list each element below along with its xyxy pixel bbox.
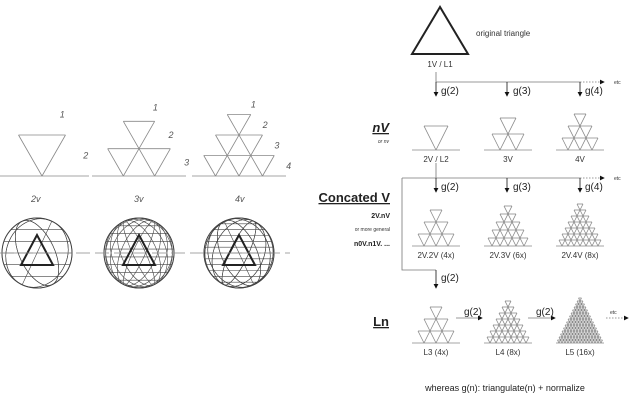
subdivided-triangle [484, 300, 532, 344]
edge-number: 4 [286, 161, 291, 171]
subdivided-triangle [412, 209, 460, 247]
arrow-label: g(3) [513, 182, 531, 193]
edge-number: 3 [184, 157, 189, 167]
subdivided-triangle [556, 297, 604, 344]
nv-heading: nV [372, 120, 390, 135]
concat-line2: or more general [355, 227, 390, 233]
original-triangle [410, 5, 470, 55]
concat-line1: 2V.nV [371, 213, 390, 220]
caption: 4V [575, 155, 585, 164]
subdivided-triangle [412, 306, 460, 344]
freq-label-2v: 2v [30, 194, 41, 204]
concat-line3: n0V.n1V. ... [354, 241, 390, 248]
arrow-label: g(3) [513, 86, 531, 97]
arrow-label: g(2) [464, 307, 482, 318]
edge-number: 2 [168, 130, 174, 140]
subdivided-triangle [192, 114, 286, 177]
etc-label-3: etc [610, 310, 617, 316]
subdivided-triangle [484, 117, 532, 151]
original-triangle-label: original triangle [476, 29, 531, 38]
caption: 2V.2V (4x) [417, 251, 454, 260]
caption: 3V [503, 155, 513, 164]
subdivided-triangle [484, 205, 532, 247]
subdivided-triangle [92, 120, 186, 177]
arrow-label: g(2) [441, 86, 459, 97]
edge-number: 1 [251, 99, 256, 109]
edge-number: 2 [82, 151, 88, 161]
nv-subtitle: or nv [378, 139, 390, 145]
arrow-label: g(2) [441, 182, 459, 193]
arrow-label: g(4) [585, 182, 603, 193]
caption: 2V.4V (8x) [561, 251, 598, 260]
edge-number: 1 [60, 110, 65, 120]
caption: 2V / L2 [423, 155, 449, 164]
ln-heading: Ln [373, 314, 389, 329]
arrow-label: g(4) [585, 86, 603, 97]
subdivided-triangle [556, 203, 604, 247]
freq-label-3v: 3v [134, 194, 144, 204]
arrow-label: g(2) [536, 307, 554, 318]
triangle-meshes [0, 113, 604, 344]
etc-label-2: etc [614, 176, 621, 182]
caption: L4 (8x) [496, 348, 521, 357]
subdivided-triangle [412, 125, 460, 151]
caption: 2V.3V (6x) [489, 251, 526, 260]
concat-heading: Concated V [318, 190, 390, 205]
edge-number: 2 [262, 120, 268, 130]
subdivided-triangle [0, 134, 89, 177]
arrow-label: g(2) [441, 273, 459, 284]
footer-note: whereas g(n): triangulate(n) + normalize [424, 383, 585, 393]
caption: L5 (16x) [565, 348, 595, 357]
geodesic-sphere-4v [203, 217, 275, 289]
geodesic-spheres [0, 217, 290, 289]
original-caption: 1V / L1 [427, 60, 453, 69]
etc-label-1: etc [614, 80, 621, 86]
edge-number: 1 [153, 103, 158, 113]
edge-number: 3 [274, 140, 279, 150]
freq-label-4v: 4v [235, 194, 245, 204]
caption: L3 (4x) [424, 348, 449, 357]
down-arrows [433, 82, 583, 289]
subdivided-triangle [556, 113, 604, 151]
